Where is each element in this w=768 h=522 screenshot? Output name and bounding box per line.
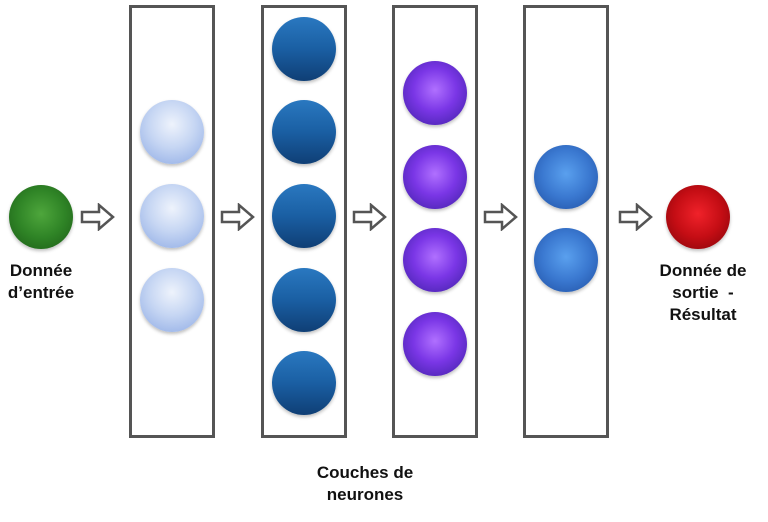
layer-box-1: [129, 5, 215, 438]
neuron: [403, 145, 467, 209]
neuron: [272, 351, 336, 415]
output-node: [666, 185, 730, 249]
neuron: [403, 228, 467, 292]
layer-box-3: [392, 5, 478, 438]
output-label-line-1: Donnée de: [659, 261, 747, 280]
neuron: [272, 184, 336, 248]
right-arrow-icon: [80, 203, 115, 231]
right-arrow-icon: [618, 203, 653, 231]
right-arrow-icon: [220, 203, 255, 231]
neuron: [140, 100, 204, 164]
layers-caption-line-2: neurones: [326, 485, 404, 504]
neuron: [403, 61, 467, 125]
output-label-line-3: Résultat: [669, 305, 737, 324]
input-node: [9, 185, 73, 249]
neuron: [534, 228, 598, 292]
layers-caption: Couches de neurones: [300, 462, 430, 506]
layer-box-4: [523, 5, 609, 438]
input-label-line-2: d’entrée: [7, 283, 75, 302]
layer-box-2: [261, 5, 347, 438]
neuron: [272, 268, 336, 332]
output-label-line-2: sortie -: [672, 283, 734, 302]
neuron: [140, 184, 204, 248]
layers-caption-line-1: Couches de: [316, 463, 414, 482]
neuron: [140, 268, 204, 332]
neuron: [272, 17, 336, 81]
right-arrow-icon: [352, 203, 387, 231]
neuron: [534, 145, 598, 209]
neuron: [403, 312, 467, 376]
neuron: [272, 100, 336, 164]
input-label: Donnée d’entrée: [0, 260, 82, 304]
right-arrow-icon: [483, 203, 518, 231]
input-label-line-1: Donnée: [9, 261, 73, 280]
output-label: Donnée de sortie - Résultat: [644, 260, 762, 326]
